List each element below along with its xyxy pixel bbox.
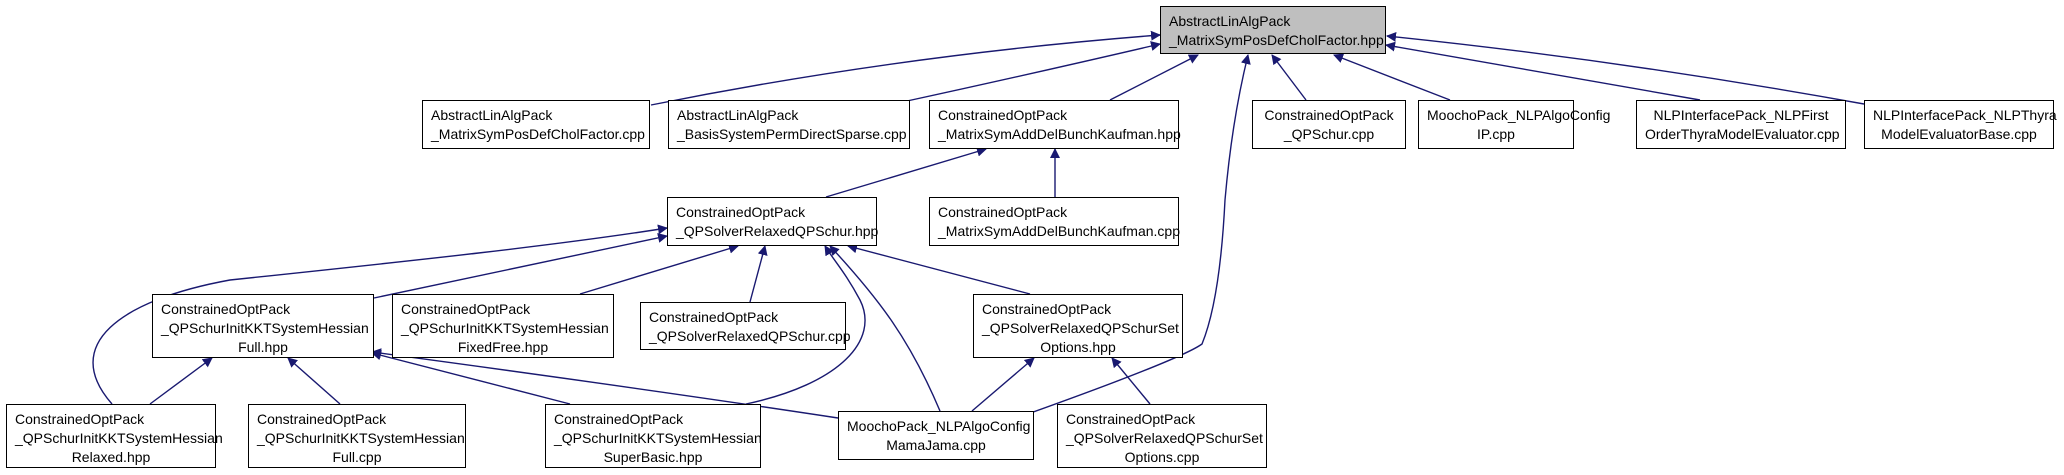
node-line: _QPSchur.cpp (1283, 126, 1375, 142)
node-line: AbstractLinAlgPack (431, 107, 553, 123)
node-root-line-1: AbstractLinAlgPack (1169, 13, 1291, 29)
node-line: ConstrainedOptPack (1066, 411, 1196, 427)
node-line: _QPSolverRelaxedQPSchur.cpp (649, 328, 851, 344)
node-line: AbstractLinAlgPack (677, 107, 799, 123)
node-line: _MatrixSymAddDelBunchKaufman.cpp (938, 223, 1181, 239)
node-line: _QPSchurInitKKTSystemHessian (554, 430, 762, 446)
node-line: NLPInterfacePack_NLPFirst (1653, 107, 1829, 123)
edge-mamajama-root (1007, 54, 1251, 422)
node-line: Options.cpp (1124, 449, 1200, 465)
node-line: _BasisSystemPermDirectSparse.cpp (677, 126, 907, 142)
node-line: _QPSolverRelaxedQPSchurSet (1066, 430, 1263, 446)
node-line: ConstrainedOptPack (1264, 107, 1394, 123)
edge-basiscpp-root (906, 41, 1161, 102)
node-line: _QPSchurInitKKTSystemHessian (15, 430, 223, 446)
node-qpsolverrelaxed-hpp[interactable]: ConstrainedOptPack _QPSolverRelaxedQPSch… (667, 197, 879, 246)
node-hessianfull-hpp[interactable]: ConstrainedOptPack _QPSchurInitKKTSystem… (152, 294, 374, 358)
node-line: ConstrainedOptPack (257, 411, 387, 427)
node-line: SuperBasic.hpp (603, 449, 703, 465)
node-line: Full.cpp (332, 449, 382, 465)
node-line: _MatrixSymAddDelBunchKaufman.hpp (938, 126, 1181, 142)
node-line: ConstrainedOptPack (161, 301, 291, 317)
node-bunchkaufman-cpp[interactable]: ConstrainedOptPack _MatrixSymAddDelBunch… (929, 197, 1181, 246)
edge-relaxedcpp-relaxedhpp (749, 245, 768, 303)
node-hessianfixedfree-hpp[interactable]: ConstrainedOptPack _QPSchurInitKKTSystem… (392, 294, 614, 358)
edge-superbasic-relaxedhpp (745, 245, 866, 405)
node-line: OrderThyraModelEvaluator.cpp (1645, 126, 1840, 142)
node-line: ConstrainedOptPack (938, 204, 1068, 220)
edge-fullcpp-fullhpp (287, 357, 341, 405)
edge-thyra-root (1386, 31, 1865, 105)
node-line: _QPSolverRelaxedQPSchurSet (982, 320, 1179, 336)
node-line: MamaJama.cpp (886, 437, 986, 453)
edge-relaxedhpp-bunchhpp (825, 146, 987, 198)
node-basissystem-cpp[interactable]: AbstractLinAlgPack _BasisSystemPermDirec… (668, 100, 910, 149)
node-hessianrelaxed-hpp[interactable]: ConstrainedOptPack _QPSchurInitKKTSystem… (6, 404, 223, 468)
node-qpschurset-options-hpp[interactable]: ConstrainedOptPack _QPSolverRelaxedQPSch… (973, 294, 1183, 358)
edge-relaxedrel-relaxedhpp (92, 224, 668, 405)
edge-firstorder-root (1385, 41, 1701, 101)
node-line: Relaxed.hpp (71, 449, 151, 465)
node-line: _MatrixSymPosDefCholFactor.cpp (431, 126, 645, 142)
node-hessianfull-cpp[interactable]: ConstrainedOptPack _QPSchurInitKKTSystem… (248, 404, 466, 468)
node-line: _QPSchurInitKKTSystemHessian (257, 430, 465, 446)
node-line: _QPSchurInitKKTSystemHessian (401, 320, 609, 336)
edge-qpschurcpp-root (1271, 54, 1307, 101)
node-line: ModelEvaluatorBase.cpp (1881, 126, 2037, 142)
node-line: _QPSchurInitKKTSystemHessian (161, 320, 369, 336)
node-line: FixedFree.hpp (457, 339, 549, 355)
edge-cholcpp-root (650, 30, 1161, 106)
node-qpsolverrelaxed-cpp[interactable]: ConstrainedOptPack _QPSolverRelaxedQPSch… (640, 302, 851, 350)
edge-relaxedrel-fullhpp (149, 357, 213, 405)
node-line: ConstrainedOptPack (15, 411, 145, 427)
edge-optionscpp-optionshpp (1111, 357, 1151, 405)
node-line: MoochoPack_NLPAlgoConfig (1427, 107, 1611, 123)
node-line: ConstrainedOptPack (554, 411, 684, 427)
edge-mamajama-fullhpp (371, 348, 839, 419)
node-line: Full.hpp (238, 339, 288, 355)
node-nlpthyra-cpp[interactable]: NLPInterfacePack_NLPThyra ModelEvaluator… (1864, 100, 2057, 149)
edge-ipcpp-root (1333, 53, 1451, 101)
node-hessiansuperbasic-hpp[interactable]: ConstrainedOptPack _QPSchurInitKKTSystem… (545, 404, 762, 468)
edge-bunchhpp-root (1109, 54, 1199, 101)
node-line: ConstrainedOptPack (938, 107, 1068, 123)
edge-mamajama-relaxedhpp (829, 245, 941, 412)
node-nlpalgoconfig-ip-cpp[interactable]: MoochoPack_NLPAlgoConfig IP.cpp (1418, 100, 1611, 149)
node-root: AbstractLinAlgPack _MatrixSymPosDefCholF… (1160, 6, 1386, 54)
node-line: ConstrainedOptPack (401, 301, 531, 317)
edge-superbasic-fullhpp (371, 350, 571, 405)
node-line: _QPSolverRelaxedQPSchur.hpp (676, 223, 879, 239)
node-line: ConstrainedOptPack (982, 301, 1112, 317)
node-nlpfirstorder-cpp[interactable]: NLPInterfacePack_NLPFirst OrderThyraMode… (1636, 100, 1846, 149)
edge-fixedfree-relaxedhpp (579, 243, 739, 295)
edge-fullhpp-relaxedhpp (373, 232, 668, 299)
node-line: ConstrainedOptPack (649, 309, 779, 325)
node-line: Options.hpp (1040, 339, 1116, 355)
node-bunchkaufman-hpp[interactable]: ConstrainedOptPack _MatrixSymAddDelBunch… (929, 100, 1181, 149)
node-line: ConstrainedOptPack (676, 204, 806, 220)
node-line: NLPInterfacePack_NLPThyra (1873, 107, 2057, 123)
node-cholfactor-cpp[interactable]: AbstractLinAlgPack _MatrixSymPosDefCholF… (422, 100, 650, 149)
node-mamajama-cpp[interactable]: MoochoPack_NLPAlgoConfig MamaJama.cpp (838, 411, 1034, 460)
node-line: MoochoPack_NLPAlgoConfig (847, 418, 1031, 434)
node-qpschur-cpp[interactable]: ConstrainedOptPack _QPSchur.cpp (1252, 100, 1406, 149)
edge-mamajama-optionshpp (971, 357, 1035, 412)
edge-optionshpp-relaxedhpp (847, 243, 1031, 295)
node-root-line-2: _MatrixSymPosDefCholFactor.hpp (1169, 32, 1384, 48)
node-line: IP.cpp (1477, 126, 1515, 142)
node-qpschurset-options-cpp[interactable]: ConstrainedOptPack _QPSolverRelaxedQPSch… (1057, 404, 1267, 468)
